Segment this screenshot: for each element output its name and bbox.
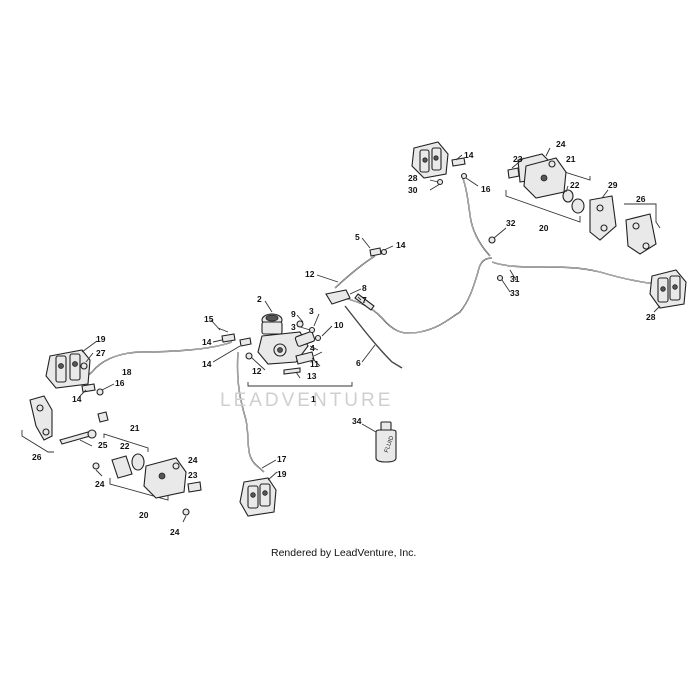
callout-21: 21 xyxy=(566,154,576,164)
mounting-bolt-13 xyxy=(283,367,301,375)
callout-23: 23 xyxy=(513,154,523,164)
caliper-lower-19 xyxy=(239,459,278,517)
callout-16: 16 xyxy=(115,378,125,388)
callout-12: 12 xyxy=(305,269,315,279)
callout-12: 12 xyxy=(252,366,262,376)
bottle-label: FLUID xyxy=(384,435,396,454)
callout-17: 17 xyxy=(277,454,287,464)
callout-26: 26 xyxy=(636,194,646,204)
callout-22: 22 xyxy=(570,180,580,190)
caliper-rear-upper xyxy=(411,141,479,191)
callout-10: 10 xyxy=(334,320,344,330)
callout-25: 25 xyxy=(98,440,108,450)
callout-27: 27 xyxy=(96,348,106,358)
callout-28: 28 xyxy=(646,312,656,322)
watermark: LEADVENTURE xyxy=(220,390,393,411)
callout-24: 24 xyxy=(188,455,198,465)
callout-4: 4 xyxy=(310,343,315,353)
callout-14: 14 xyxy=(464,150,474,160)
brake-lines xyxy=(84,175,656,473)
callout-21: 21 xyxy=(130,423,140,433)
master-leaders xyxy=(210,274,376,379)
callout-1: 1 xyxy=(311,394,316,404)
bracket-right-26 xyxy=(589,189,661,255)
callout-13: 13 xyxy=(307,371,317,381)
callout-23: 23 xyxy=(188,470,198,480)
callout-7: 7 xyxy=(362,295,367,305)
reservoir-body xyxy=(261,321,283,335)
caliper-pin-25 xyxy=(59,411,109,447)
callout-16: 16 xyxy=(481,184,491,194)
clevis-pin-8 xyxy=(354,293,375,311)
bracket-left-26 xyxy=(21,395,54,453)
callout-3: 3 xyxy=(309,306,314,316)
callout-32: 32 xyxy=(506,218,516,228)
brake-tee-junction xyxy=(488,227,517,293)
callout-30: 30 xyxy=(408,185,418,195)
bottle-cap xyxy=(380,421,392,431)
callout-11: 11 xyxy=(310,359,319,369)
pushrod-6 xyxy=(344,305,403,369)
callout-24: 24 xyxy=(556,139,566,149)
callout-14: 14 xyxy=(72,394,82,404)
caliper-rear-right xyxy=(649,269,687,313)
fittings-top xyxy=(361,237,394,257)
callout-20: 20 xyxy=(139,510,149,520)
callout-34: 34 xyxy=(352,416,362,426)
callout-28: 28 xyxy=(408,173,418,183)
callout-20: 20 xyxy=(539,223,549,233)
callout-18: 18 xyxy=(122,367,132,377)
callout-5: 5 xyxy=(355,232,360,242)
brake-fluid-bottle: FLUID xyxy=(361,421,397,463)
callout-14: 14 xyxy=(202,337,212,347)
callout-22: 22 xyxy=(120,441,130,451)
callout-14: 14 xyxy=(202,359,212,369)
render-credit: Rendered by LeadVenture, Inc. xyxy=(271,547,416,559)
brake-line-12 xyxy=(334,255,376,289)
callout-8: 8 xyxy=(362,283,367,293)
callout-19: 19 xyxy=(277,469,287,479)
callout-24: 24 xyxy=(170,527,180,537)
callout-9: 9 xyxy=(291,309,296,319)
callout-15: 15 xyxy=(204,314,214,324)
callout-31: 31 xyxy=(510,274,520,284)
callout-29: 29 xyxy=(608,180,618,190)
callout-numbers: 1 2 3 3 4 5 6 7 8 9 10 11 12 12 13 14 14… xyxy=(32,139,656,537)
callout-14: 14 xyxy=(396,240,406,250)
clevis-7 xyxy=(325,289,351,305)
caliper-kit-upper-right xyxy=(505,147,591,223)
caliper-kit-lower-left xyxy=(92,433,202,523)
callout-6: 6 xyxy=(356,358,361,368)
callout-2: 2 xyxy=(257,294,262,304)
callout-24: 24 xyxy=(95,479,105,489)
callout-19: 19 xyxy=(96,334,106,344)
caliper-front-left xyxy=(45,340,115,397)
callout-3: 3 xyxy=(291,322,296,332)
bottle-body xyxy=(375,429,397,463)
callout-33: 33 xyxy=(510,288,520,298)
master-cylinder-assembly xyxy=(217,289,375,375)
callout-26: 26 xyxy=(32,452,42,462)
group-bracket-1 xyxy=(247,382,353,387)
